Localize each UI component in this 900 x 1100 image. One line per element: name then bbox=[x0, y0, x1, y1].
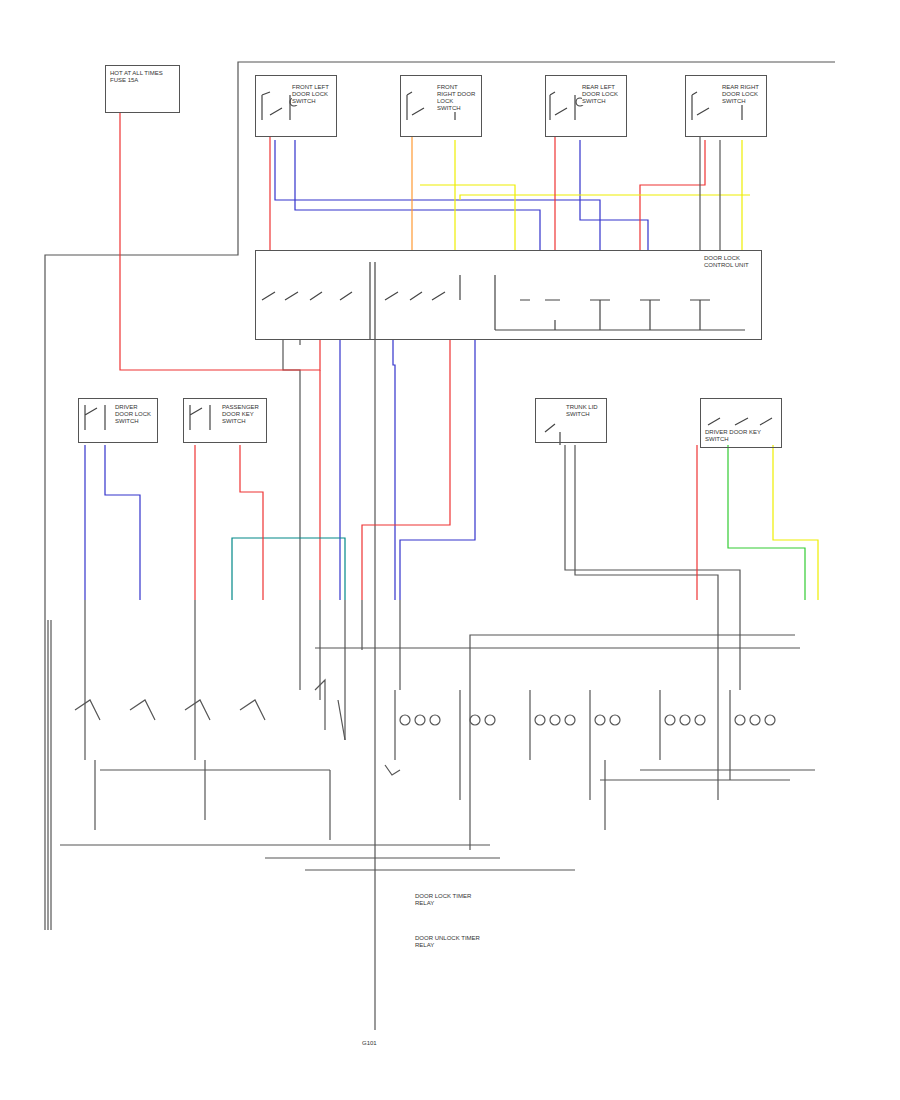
box-text: DRIVER DOOR LOCK SWITCH bbox=[115, 404, 153, 425]
wire-connector bbox=[699, 137, 700, 250]
wire-connector bbox=[554, 137, 555, 250]
wire-connector bbox=[269, 137, 270, 250]
switch-box: FRONT RIGHT DOOR LOCK SWITCH bbox=[400, 75, 482, 137]
relay-label: DOOR UNLOCK TIMER RELAY bbox=[415, 935, 485, 949]
lower-wires bbox=[232, 340, 475, 1030]
switch-box: REAR LEFT DOOR LOCK SWITCH bbox=[545, 75, 627, 137]
switch-wires bbox=[85, 445, 818, 600]
top-wires bbox=[275, 140, 750, 250]
lower-switch-symbols bbox=[85, 405, 772, 445]
ground-label: G101 bbox=[362, 1040, 402, 1047]
control-unit: DOOR LOCK CONTROL UNIT bbox=[255, 250, 762, 340]
switch-symbols bbox=[262, 92, 742, 120]
relay-coils bbox=[400, 715, 775, 725]
control-unit-internals bbox=[262, 262, 745, 340]
box-text: FUSE 15A bbox=[110, 77, 175, 84]
box-text: DRIVER DOOR KEY SWITCH bbox=[705, 429, 777, 443]
box-text: REAR RIGHT DOOR LOCK SWITCH bbox=[722, 84, 762, 105]
switch-box: FRONT LEFT DOOR LOCK SWITCH bbox=[255, 75, 337, 137]
box-text: FRONT LEFT DOOR LOCK SWITCH bbox=[292, 84, 332, 105]
box-text: HOT AT ALL TIMES bbox=[110, 70, 175, 77]
box-text: TRUNK LID SWITCH bbox=[566, 404, 602, 418]
frame-lines bbox=[45, 62, 835, 930]
switch-box: DRIVER DOOR KEY SWITCH bbox=[700, 398, 782, 448]
box-text: FRONT RIGHT DOOR LOCK SWITCH bbox=[437, 84, 477, 112]
switch-box: REAR RIGHT DOOR LOCK SWITCH bbox=[685, 75, 767, 137]
fuse-box: HOT AT ALL TIMESFUSE 15A bbox=[105, 65, 180, 113]
switch-box: PASSENGER DOOR KEY SWITCH bbox=[183, 398, 267, 443]
switch-box: TRUNK LID SWITCH bbox=[535, 398, 607, 443]
box-text: REAR LEFT DOOR LOCK SWITCH bbox=[582, 84, 622, 105]
box-text: PASSENGER DOOR KEY SWITCH bbox=[222, 404, 262, 425]
switch-box: DRIVER DOOR LOCK SWITCH bbox=[78, 398, 158, 443]
wire-connector bbox=[120, 113, 320, 370]
box-text: DOOR LOCK CONTROL UNIT bbox=[704, 255, 757, 269]
relay-area bbox=[60, 600, 815, 870]
wire-connector bbox=[411, 137, 412, 250]
relay-label: DOOR LOCK TIMER RELAY bbox=[415, 893, 485, 907]
